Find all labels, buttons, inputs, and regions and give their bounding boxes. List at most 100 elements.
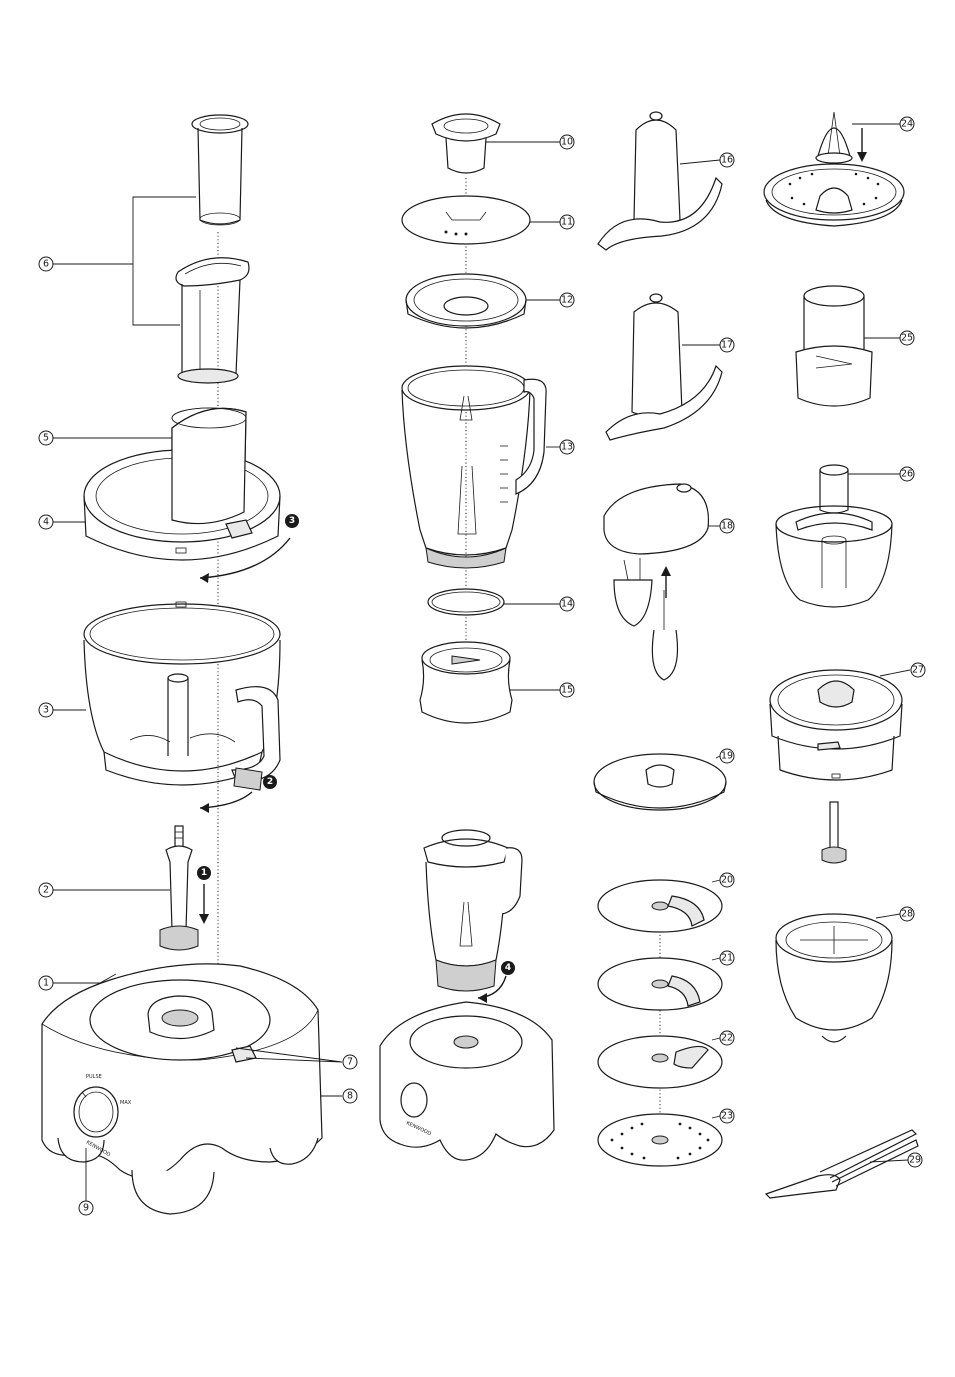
svg-text:23: 23 <box>721 1111 733 1122</box>
dough-tool <box>597 111 723 251</box>
svg-text:24: 24 <box>901 119 913 130</box>
pusher-inner <box>191 114 249 226</box>
motor-base-small <box>379 1001 555 1161</box>
svg-text:26: 26 <box>901 469 913 480</box>
callout-part-9: 9 <box>78 1200 94 1216</box>
callout-part-23: 23 <box>719 1108 735 1124</box>
callout-part-11: 11 <box>559 214 575 230</box>
callout-part-2: 2 <box>38 882 54 898</box>
sealing-ring <box>427 588 505 616</box>
svg-text:11: 11 <box>561 217 573 228</box>
svg-text:22: 22 <box>721 1033 733 1044</box>
callout-part-12: 12 <box>559 292 575 308</box>
step-marker-2: 2 <box>263 775 277 789</box>
dicing-kit <box>769 669 903 864</box>
svg-text:27: 27 <box>912 665 924 676</box>
svg-text:28: 28 <box>901 909 913 920</box>
callout-part-22: 22 <box>719 1030 735 1046</box>
callout-part-28: 28 <box>899 906 915 922</box>
svg-text:7: 7 <box>347 1057 353 1068</box>
citrus-juicer <box>763 111 905 227</box>
callout-part-26: 26 <box>899 466 915 482</box>
callout-part-25: 25 <box>899 330 915 346</box>
svg-text:3: 3 <box>43 705 49 716</box>
callout-part-10: 10 <box>559 134 575 150</box>
speed-control-knob <box>73 1086 119 1138</box>
spatula-tool <box>764 1129 919 1199</box>
callout-part-7: 7 <box>342 1054 358 1070</box>
twin-whisk <box>603 483 710 681</box>
motor-base <box>41 963 323 1215</box>
svg-text:6: 6 <box>43 259 49 270</box>
svg-text:18: 18 <box>721 521 733 532</box>
callout-part-21: 21 <box>719 950 735 966</box>
filler-cap <box>431 113 501 174</box>
step-marker-3: 3 <box>285 514 299 528</box>
grating-disc-23 <box>597 1113 723 1167</box>
sealing-ring-inner <box>431 591 501 613</box>
callout-part-16: 16 <box>719 152 735 168</box>
callout-part-1: 1 <box>38 975 54 991</box>
control-label-pulse: PULSE <box>86 1074 102 1080</box>
svg-text:17: 17 <box>721 340 733 351</box>
svg-text:14: 14 <box>561 599 573 610</box>
callout-part-19: 19 <box>719 748 735 764</box>
rotation-arrowhead-2 <box>200 803 209 813</box>
sieve-attachment <box>775 913 893 1043</box>
svg-text:2: 2 <box>43 885 49 896</box>
processor-lid <box>83 407 281 561</box>
callout-part-6: 6 <box>38 256 54 272</box>
blade-unit <box>419 641 513 724</box>
callout-part-14: 14 <box>559 596 575 612</box>
drive-shaft <box>159 825 199 951</box>
svg-text:20: 20 <box>721 875 733 886</box>
step-marker-4: 4 <box>501 961 515 975</box>
callout-part-3: 3 <box>38 702 54 718</box>
svg-text:9: 9 <box>83 1203 89 1214</box>
shredding-disc-21 <box>597 957 723 1011</box>
blender-lid <box>401 195 531 245</box>
leader-lines <box>52 123 911 1208</box>
callout-part-8: 8 <box>342 1088 358 1104</box>
mini-chopper-bowl <box>775 464 893 608</box>
callout-part-15: 15 <box>559 682 575 698</box>
rotation-arrow-3 <box>199 537 291 579</box>
processor-bowl <box>83 601 281 791</box>
blender-goblet <box>401 365 547 569</box>
svg-text:4: 4 <box>505 963 511 973</box>
svg-text:13: 13 <box>561 442 573 453</box>
callout-part-20: 20 <box>719 872 735 888</box>
bracket-part-6 <box>132 196 196 326</box>
svg-text:3: 3 <box>289 516 295 526</box>
svg-text:15: 15 <box>561 685 573 696</box>
svg-text:10: 10 <box>561 137 573 148</box>
callout-part-5: 5 <box>38 430 54 446</box>
callout-part-24: 24 <box>899 116 915 132</box>
svg-text:19: 19 <box>721 751 733 762</box>
knife-blade <box>605 293 723 441</box>
julienne-disc-22 <box>597 1035 723 1089</box>
blender-seal-lid <box>405 273 527 329</box>
svg-text:29: 29 <box>909 1155 921 1166</box>
pusher-outer <box>175 257 250 384</box>
callout-part-17: 17 <box>719 337 735 353</box>
svg-text:8: 8 <box>347 1091 353 1102</box>
callout-part-18: 18 <box>719 518 735 534</box>
svg-text:16: 16 <box>721 155 733 166</box>
svg-text:5: 5 <box>43 433 49 444</box>
control-label-max: MAX <box>120 1100 132 1106</box>
svg-text:25: 25 <box>901 333 913 344</box>
svg-text:2: 2 <box>267 777 273 787</box>
mill-attachment <box>795 285 873 407</box>
callout-part-27: 27 <box>910 662 926 678</box>
press-arrowhead-24 <box>857 152 867 162</box>
svg-text:21: 21 <box>721 953 733 964</box>
slicing-disc-20 <box>597 879 723 933</box>
callout-part-29: 29 <box>907 1152 923 1168</box>
callout-part-4: 4 <box>38 514 54 530</box>
assembled-blender <box>423 829 523 992</box>
svg-text:1: 1 <box>201 868 207 878</box>
svg-text:1: 1 <box>43 978 49 989</box>
